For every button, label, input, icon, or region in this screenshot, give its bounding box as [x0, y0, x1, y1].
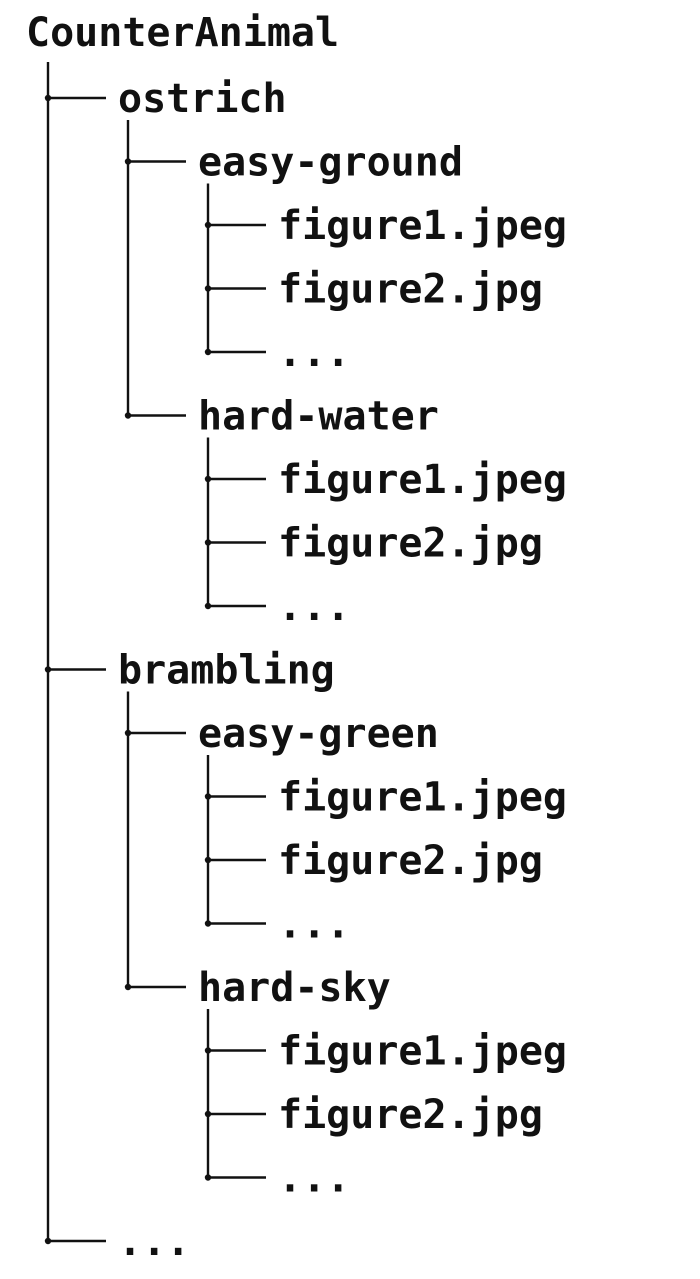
tree-file-label: ... — [278, 1156, 350, 1202]
tree-folder-label: hard-water — [198, 394, 439, 440]
tree-folder-label: ostrich — [118, 76, 287, 122]
tree-file-label: figure2.jpg — [278, 267, 543, 313]
tree-file-label: figure2.jpg — [278, 1092, 543, 1138]
tree-folder-label: hard-sky — [198, 965, 391, 1011]
tree-file-label: ... — [278, 330, 350, 376]
tree-file-label: figure1.jpeg — [278, 457, 567, 503]
tree-file-label: figure1.jpeg — [278, 1029, 567, 1075]
tree-folder-label: easy-ground — [198, 140, 463, 186]
tree-file-label: figure2.jpg — [278, 521, 543, 567]
tree-nodes: ostrich easy-ground figure1.jpeg figure2.jp… — [118, 76, 567, 1265]
tree-file-label: ... — [278, 902, 350, 948]
tree-folder-label: easy-green — [198, 711, 439, 757]
tree-folder-label: brambling — [118, 648, 335, 694]
tree-root-label: CounterAnimal — [26, 10, 339, 56]
tree-file-label: figure1.jpeg — [278, 203, 567, 249]
tree-file-label: ... — [278, 584, 350, 630]
tree-file-label: ... — [118, 1219, 190, 1265]
tree-connector-lines — [44, 62, 266, 1245]
tree-file-label: figure2.jpg — [278, 838, 543, 884]
tree-file-label: figure1.jpeg — [278, 775, 567, 821]
